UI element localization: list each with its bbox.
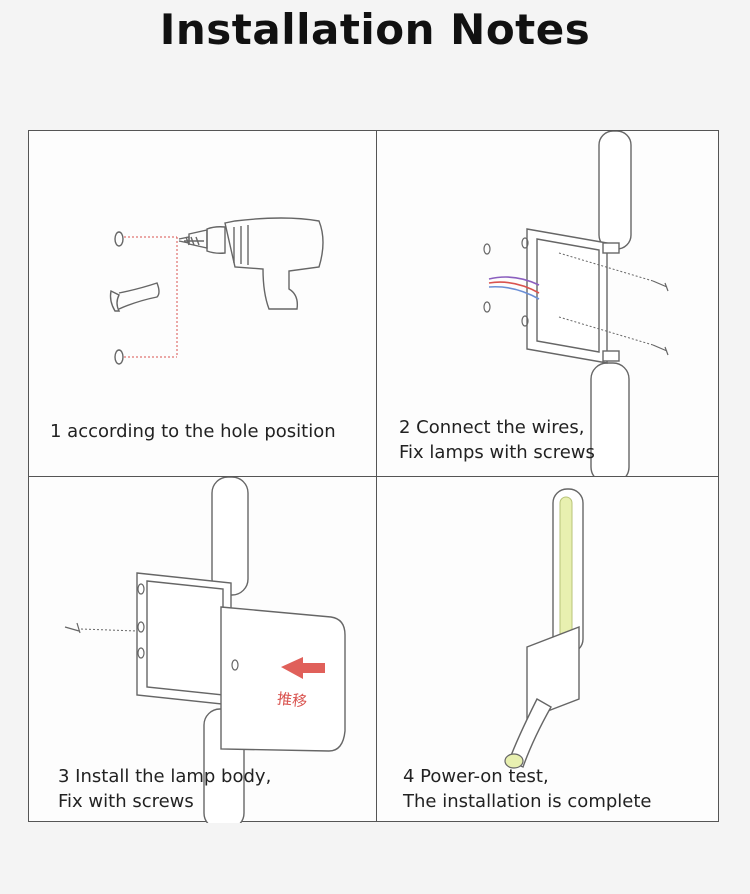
step-4-caption: 4 Power-on test, The installation is com… xyxy=(403,764,651,814)
step-4-line2: The installation is complete xyxy=(403,791,652,812)
lamp-body-illustration: 推移 xyxy=(64,477,346,823)
step-2-line2: Fix lamps with screws xyxy=(399,442,595,463)
grid-divider-horizontal xyxy=(29,476,718,477)
drill-illustration xyxy=(109,217,324,365)
step-1-line1: 1 according to the hole position xyxy=(50,421,336,442)
step-3-caption: 3 Install the lamp body, Fix with screws xyxy=(58,764,271,814)
step-3-line2: Fix with screws xyxy=(58,791,194,812)
step-2-caption: 2 Connect the wires, Fix lamps with scre… xyxy=(399,415,595,465)
step-panel-4: 4 Power-on test, The installation is com… xyxy=(377,477,720,823)
page-title: Installation Notes xyxy=(159,5,591,54)
step-3-line1: 3 Install the lamp body, xyxy=(58,766,272,787)
panel-3-label: 推移 xyxy=(276,690,308,711)
step-panel-3: 推移 3 Install the lamp body, Fix with scr… xyxy=(29,477,376,823)
step-1-caption: 1 according to the hole position xyxy=(50,419,336,444)
instruction-grid: 1 according to the hole position xyxy=(28,130,720,823)
step-panel-1: 1 according to the hole position xyxy=(29,131,376,476)
bracket-illustration xyxy=(483,131,669,476)
step-4-line1: 4 Power-on test, xyxy=(403,766,549,787)
step-panel-2: 2 Connect the wires, Fix lamps with scre… xyxy=(377,131,720,476)
step-2-line1: 2 Connect the wires, xyxy=(399,417,585,438)
lamp-finished-illustration xyxy=(504,488,584,769)
